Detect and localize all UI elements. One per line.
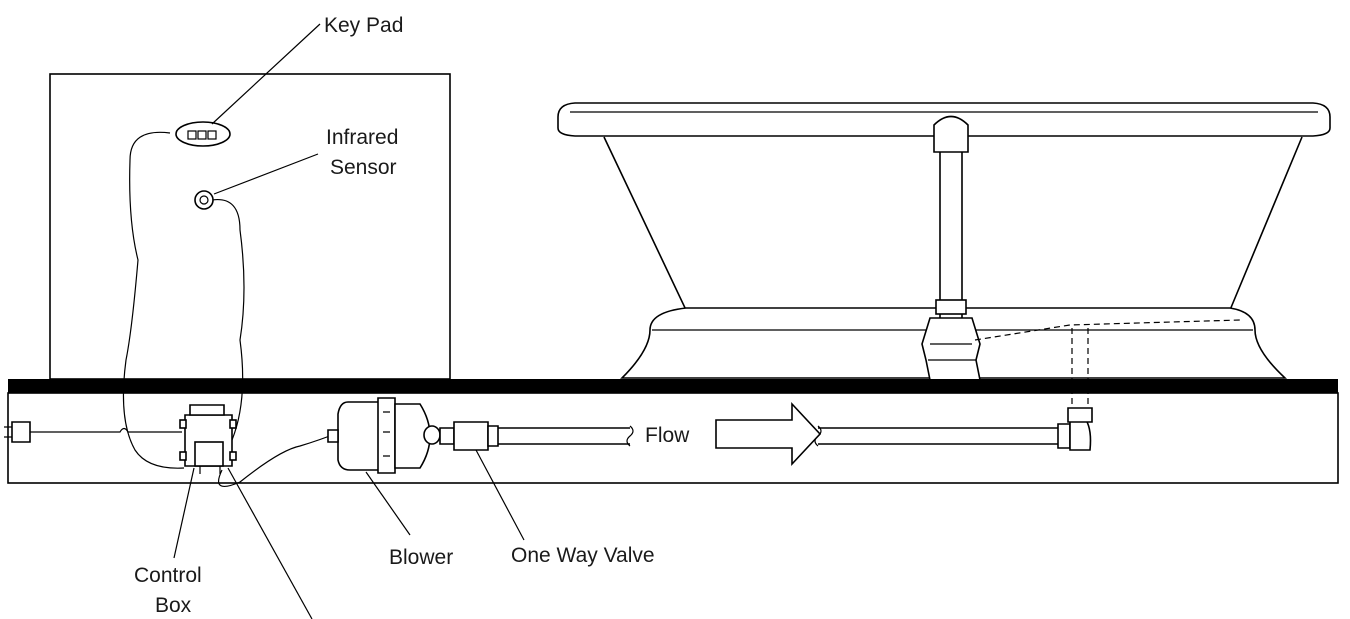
flow-arrow-icon (715, 401, 822, 467)
infrared-sensor-lens (199, 195, 209, 205)
flow-label: Flow (645, 424, 690, 447)
sensor-cable (211, 198, 245, 441)
air-pipe (498, 427, 1060, 445)
one-way-valve (439, 421, 499, 451)
sensor-leader (213, 153, 319, 195)
infrared-sensor-label-2: Sensor (330, 156, 397, 179)
keypad-icon (175, 121, 231, 147)
bathtub-body (603, 136, 1303, 311)
extra-leader (227, 467, 313, 619)
pipe-elbow (1057, 407, 1093, 451)
control-box-label-1: Control (134, 564, 202, 587)
control-box (179, 404, 237, 474)
infrared-sensor-label-1: Infrared (326, 126, 398, 149)
sub-floor-cavity (7, 392, 1339, 484)
hidden-air-line (974, 319, 1241, 412)
keypad-cable (122, 131, 185, 469)
keypad-label: Key Pad (324, 14, 403, 37)
one-way-valve-label: One Way Valve (511, 544, 655, 567)
tub-overflow-pipe (939, 150, 963, 318)
power-cord (30, 427, 182, 433)
tub-overflow-elbow (933, 115, 969, 153)
blower-cable (218, 431, 341, 488)
infrared-sensor-icon (194, 190, 214, 210)
blower-leader (365, 471, 411, 536)
blower-label: Blower (389, 546, 453, 569)
air-pipe-break-left (626, 425, 634, 447)
control-box-leader (173, 467, 195, 559)
tub-drain-detail (928, 343, 976, 361)
tub-overflow-collar (935, 299, 967, 315)
valve-leader (475, 449, 525, 541)
power-plug-icon (11, 421, 31, 443)
tub-drain-assembly (921, 317, 981, 381)
keypad-leader (211, 23, 321, 125)
blower (327, 397, 441, 474)
power-plug-prongs (4, 426, 12, 438)
control-box-label-2: Box (155, 594, 192, 617)
keypad-buttons (187, 130, 217, 140)
floor (8, 379, 1338, 393)
wall-panel (49, 73, 451, 380)
